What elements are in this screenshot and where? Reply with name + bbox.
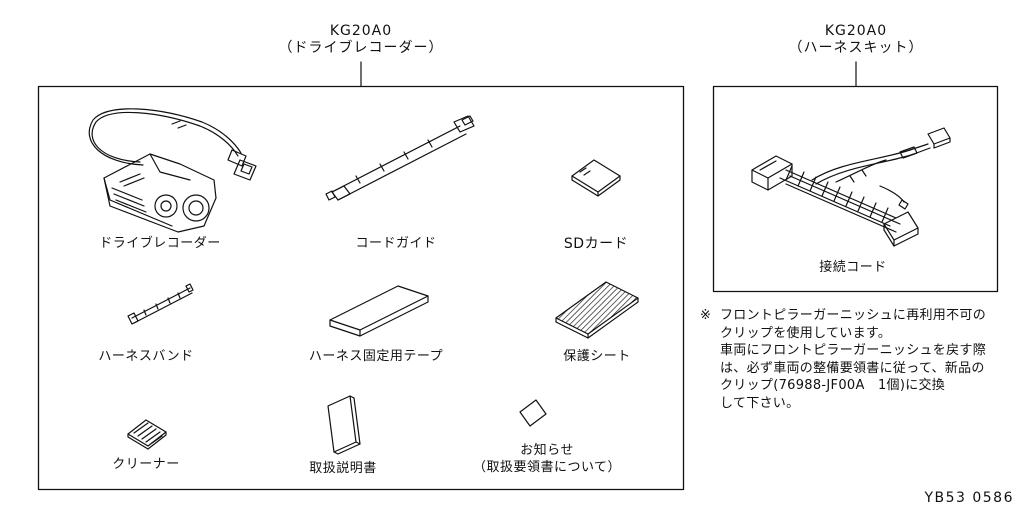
note-line-6: して下さい。 xyxy=(720,395,800,411)
drive-recorder-label: ドライブレコーダー xyxy=(99,236,221,251)
figure-code: YB53 0586 xyxy=(924,490,1014,506)
notice-label-line1: お知らせ xyxy=(520,443,574,458)
harness-tape-drawing xyxy=(329,285,429,337)
left-group-name: （ドライブレコーダー） xyxy=(278,40,444,56)
right-group-part-number: KG20A0 xyxy=(824,23,888,39)
left-group-part-number: KG20A0 xyxy=(329,23,393,39)
cord-guide-label: コードガイド xyxy=(355,236,437,251)
harness-band-label: ハーネスバンド xyxy=(98,349,194,364)
note-line-1: フロントピラーガーニッシュに再利用不可の xyxy=(720,308,987,323)
notice-card-drawing xyxy=(519,399,547,427)
connection-cord-drawing xyxy=(751,127,951,247)
manual-drawing xyxy=(327,395,361,455)
cord-guide-drawing xyxy=(325,115,475,201)
sd-card-drawing xyxy=(571,159,621,197)
manual-label: 取扱説明書 xyxy=(309,461,377,476)
note-line-2: クリップを使用しています。 xyxy=(720,325,892,341)
note-line-4: は、必ず車両の整備要領書に従って、新品の xyxy=(720,360,985,376)
cleaner-drawing xyxy=(127,419,167,450)
drive-recorder-drawing xyxy=(88,108,257,233)
notice-label-line2: （取扱要領書について） xyxy=(472,460,622,475)
harness-band-drawing xyxy=(127,283,194,325)
note-line-5: クリップ(76988-JF00A 1個)に交換 xyxy=(720,378,946,394)
protect-sheet-label: 保護シート xyxy=(563,349,631,364)
protect-sheet-drawing xyxy=(555,281,639,339)
clip-replacement-note: ※ フロントピラーガーニッシュに再利用不可の クリップを使用しています。 車両にフ… xyxy=(700,307,1020,413)
note-mark: ※ xyxy=(700,308,712,323)
sd-card-label: SDカード xyxy=(563,236,629,252)
right-group-name: （ハーネスキット） xyxy=(788,40,924,56)
note-line-3: 車両にフロントピラーガーニッシュを戻す際 xyxy=(720,343,987,359)
harness-kit-frame xyxy=(712,85,999,293)
cleaner-label: クリーナー xyxy=(112,457,180,472)
harness-tape-label: ハーネス固定用テープ xyxy=(308,349,444,364)
connection-cord-label: 接続コード xyxy=(819,260,887,275)
